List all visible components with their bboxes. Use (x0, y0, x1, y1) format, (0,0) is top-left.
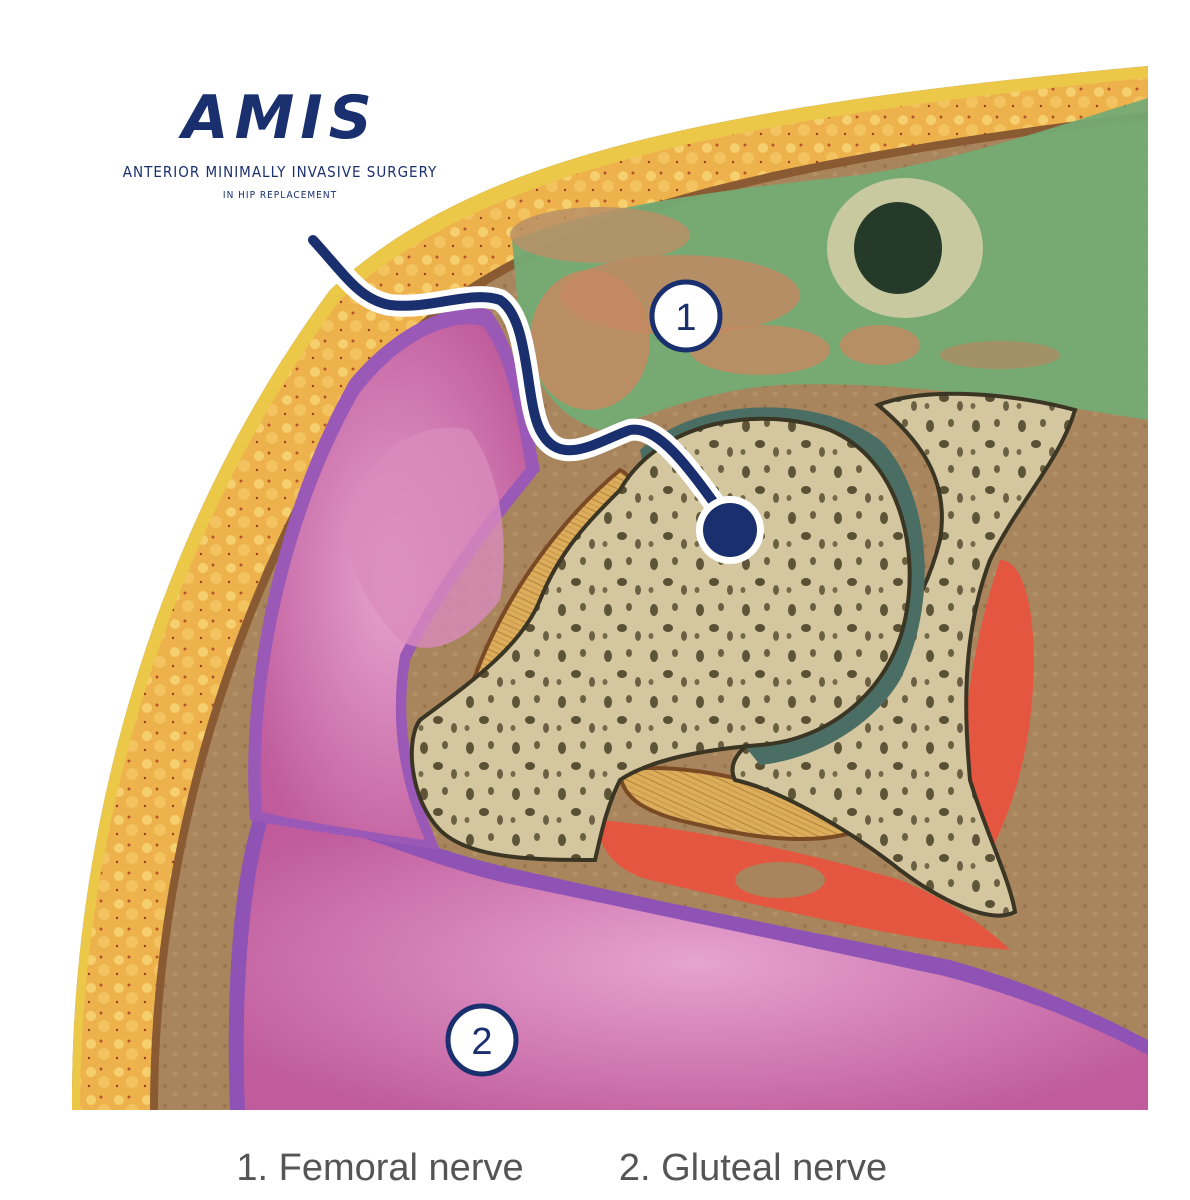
logo-subtitle-line-2: IN HIP REPLACEMENT (223, 190, 337, 201)
marker-1-number: 1 (675, 297, 696, 339)
posterior-tendon (617, 766, 865, 842)
femoral-vessel (827, 178, 983, 318)
sciatic-space (735, 862, 825, 898)
obturator-muscle (962, 560, 1034, 880)
logo-subtitle-line-1: ANTERIOR MINIMALLY INVASIVE SURGERY (123, 163, 437, 181)
marker-femoral-nerve: 1 (649, 279, 723, 353)
logo-mark: AMIS (178, 83, 378, 153)
marker-gluteal-nerve: 2 (445, 1003, 519, 1077)
caption-femoral-nerve: 1. Femoral nerve (236, 1147, 523, 1189)
approach-endpoint (703, 503, 757, 557)
anatomy-panel (71, 66, 1148, 1110)
surgical-approach-path (302, 229, 764, 564)
gluteus-minimus (347, 427, 504, 648)
marker-2-number: 2 (471, 1021, 492, 1063)
amis-logo: AMIS ANTERIOR MINIMALLY INVASIVE SURGERY… (123, 83, 437, 201)
femoral-head (409, 416, 912, 863)
caption-gluteal-nerve: 2. Gluteal nerve (619, 1147, 887, 1189)
